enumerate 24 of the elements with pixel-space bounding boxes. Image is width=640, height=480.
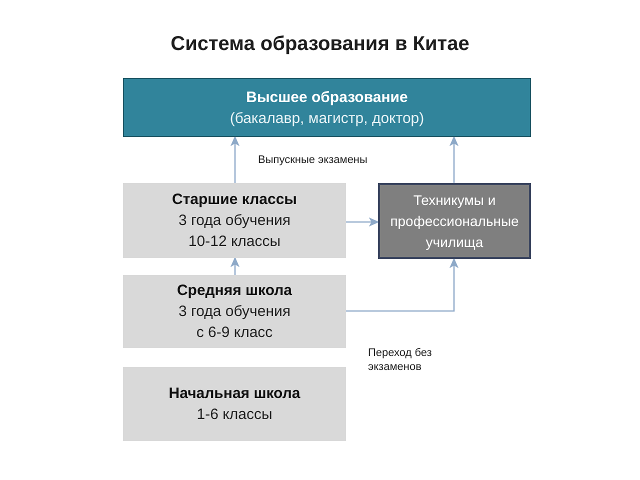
annotation-text: Выпускные экзамены [258, 153, 368, 167]
node-heading: Начальная школа [168, 384, 300, 404]
arrow [231, 258, 239, 275]
arrow [231, 136, 239, 183]
node-text: Техникумы и профессиональные училища [389, 190, 520, 252]
process-box [378, 183, 531, 259]
arrow [346, 218, 378, 226]
node-text: 3 года обучения [178, 302, 290, 322]
node-text: 1-6 классы [196, 405, 272, 425]
process-box [123, 183, 346, 258]
node-text: 10-12 классы [188, 232, 281, 252]
arrow [450, 136, 458, 183]
annotation-text: Переход без экзаменов [368, 346, 433, 374]
process-box [123, 78, 531, 137]
diagram-title: Система образования в Китае [170, 33, 470, 56]
arrow [346, 258, 458, 312]
node-text: (бакалавр, магистр, доктор) [230, 108, 424, 128]
process-box [123, 367, 346, 441]
node-heading: Старшие классы [172, 190, 297, 210]
node-text: с 6-9 класс [196, 323, 273, 343]
node-heading: Высшее образование [246, 88, 408, 108]
node-heading: Средняя школа [176, 281, 292, 301]
process-box [123, 275, 346, 348]
node-text: 3 года обучения [178, 211, 290, 231]
